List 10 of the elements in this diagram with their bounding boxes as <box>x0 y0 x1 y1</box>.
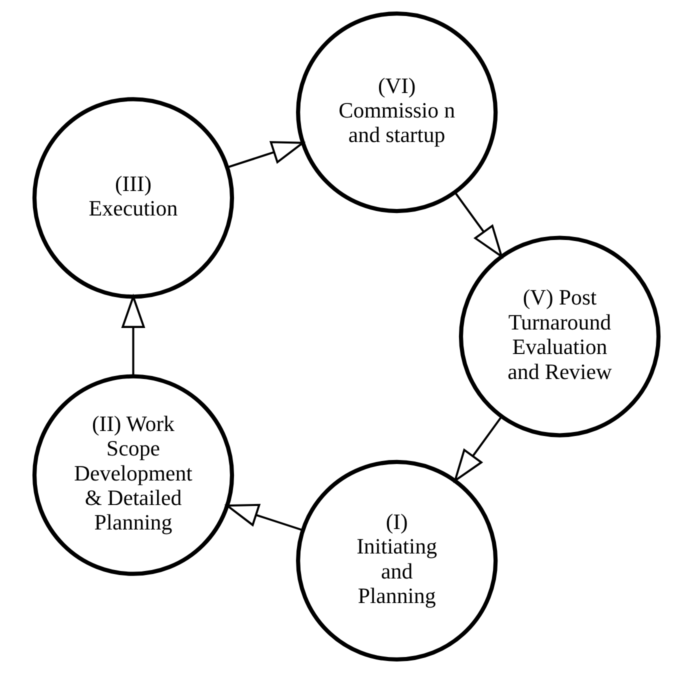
node-circle: (III) Execution <box>32 97 234 299</box>
arrow <box>454 192 503 259</box>
node-circle: (I) Initiating and Planning <box>296 460 498 662</box>
arrow <box>224 504 303 532</box>
arrow <box>226 141 306 168</box>
arrow <box>452 416 502 484</box>
node-circle: (VI) Commissio n and startup <box>296 11 498 214</box>
arrow <box>120 294 145 376</box>
node-circle: (V) Post Turnaround Evaluation and Review <box>458 236 660 438</box>
node-circle: (II) Work Scope Development & Detailed Planning <box>32 374 234 576</box>
